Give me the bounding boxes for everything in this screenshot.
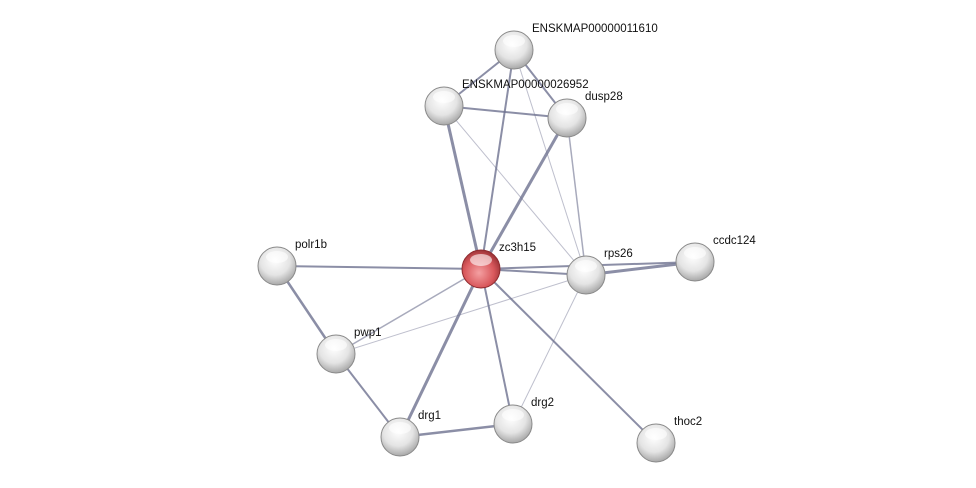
node-label: dusp28 xyxy=(585,91,623,103)
node-label: ccdc124 xyxy=(713,235,756,247)
node-highlight xyxy=(433,91,455,103)
node-highlight xyxy=(684,247,706,259)
edge-ENSKMAP00000011610-zc3h15[interactable] xyxy=(480,49,515,270)
node-label: ENSKMAP00000011610 xyxy=(532,23,658,35)
node-drg2[interactable]: drg2 xyxy=(493,397,554,444)
edge-dusp28-rps26[interactable] xyxy=(566,117,587,276)
node-label: drg1 xyxy=(418,410,441,422)
node-highlight xyxy=(470,254,492,266)
edge-zc3h15-drg1[interactable] xyxy=(398,268,483,438)
node-zc3h15[interactable]: zc3h15 xyxy=(461,242,536,289)
node-highlight xyxy=(325,339,347,351)
node-rps26[interactable]: rps26 xyxy=(566,248,633,295)
node-polr1b[interactable]: polr1b xyxy=(257,239,327,286)
node-label: thoc2 xyxy=(674,416,702,428)
node-highlight xyxy=(645,428,667,440)
node-label: zc3h15 xyxy=(499,242,536,254)
node-highlight xyxy=(389,422,411,434)
node-ccdc124[interactable]: ccdc124 xyxy=(675,235,756,282)
edge-pwp1-rps26[interactable] xyxy=(335,274,587,355)
node-highlight xyxy=(556,103,578,115)
node-highlight xyxy=(503,35,525,47)
node-highlight xyxy=(266,251,288,263)
node-label: ENSKMAP00000026952 xyxy=(462,79,589,91)
node-drg1[interactable]: drg1 xyxy=(380,410,441,457)
node-label: drg2 xyxy=(531,397,554,409)
edge-ENSKMAP00000026952-zc3h15[interactable] xyxy=(442,105,483,270)
node-highlight xyxy=(575,260,597,272)
node-ENSKMAP00000011610[interactable]: ENSKMAP00000011610 xyxy=(494,23,658,70)
edge-drg2-rps26[interactable] xyxy=(512,274,587,425)
edge-zc3h15-pwp1[interactable] xyxy=(335,268,482,355)
edge-dusp28-zc3h15[interactable] xyxy=(479,117,569,270)
node-ENSKMAP00000026952[interactable]: ENSKMAP00000026952 xyxy=(424,79,589,126)
node-dusp28[interactable]: dusp28 xyxy=(547,91,623,138)
node-highlight xyxy=(502,409,524,421)
node-thoc2[interactable]: thoc2 xyxy=(636,416,702,463)
edge-ENSKMAP00000011610-rps26[interactable] xyxy=(513,49,587,276)
node-label: pwp1 xyxy=(354,327,382,339)
node-label: rps26 xyxy=(604,248,633,260)
node-label: polr1b xyxy=(295,239,327,251)
edge-zc3h15-thoc2[interactable] xyxy=(480,268,657,444)
edge-ENSKMAP00000026952-rps26[interactable] xyxy=(443,105,587,276)
edge-zc3h15-polr1b[interactable] xyxy=(276,265,482,270)
edge-zc3h15-drg2[interactable] xyxy=(480,268,514,425)
edge-ENSKMAP00000026952-dusp28[interactable] xyxy=(443,105,568,119)
node-pwp1[interactable]: pwp1 xyxy=(316,327,382,374)
